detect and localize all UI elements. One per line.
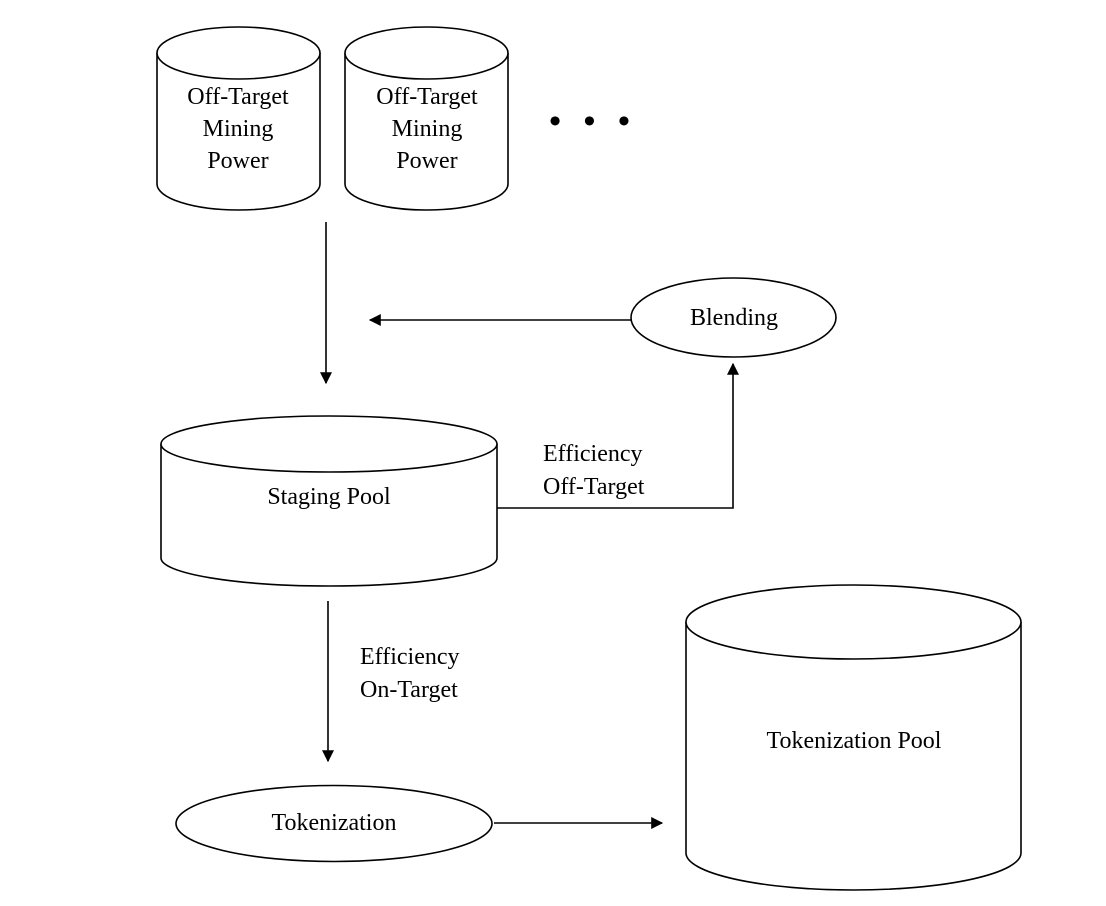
off-target-1-label: Off-Target Mining Power <box>187 84 289 174</box>
staging-pool-cylinder-top <box>160 415 498 473</box>
efficiency-on-target-label: Efficiency On-Target <box>360 644 460 703</box>
ellipsis-dots: • • • <box>549 103 637 140</box>
off-target-2-label: Off-Target Mining Power <box>376 84 478 174</box>
tokenization-pool-label: Tokenization Pool <box>766 728 942 754</box>
tokenization-label: Tokenization <box>271 810 397 836</box>
staging-pool-cylinder-body <box>160 444 498 587</box>
efficiency-off-target-label: Efficiency Off-Target <box>543 441 645 500</box>
tokenization-ellipse <box>175 784 493 863</box>
tokenization-pool-cylinder-top <box>685 584 1022 660</box>
blending-ellipse <box>630 277 837 358</box>
off-target-cylinder-1-body <box>156 53 321 211</box>
tokenization-pool-cylinder-body <box>685 622 1022 891</box>
off-target-cylinder-1-top <box>156 26 321 80</box>
staging-pool-label: Staging Pool <box>267 484 391 510</box>
edge-staging-to-blending <box>497 362 739 509</box>
off-target-cylinder-2-top <box>344 26 509 80</box>
off-target-cylinder-2-body <box>344 53 509 211</box>
blending-label: Blending <box>690 305 778 331</box>
